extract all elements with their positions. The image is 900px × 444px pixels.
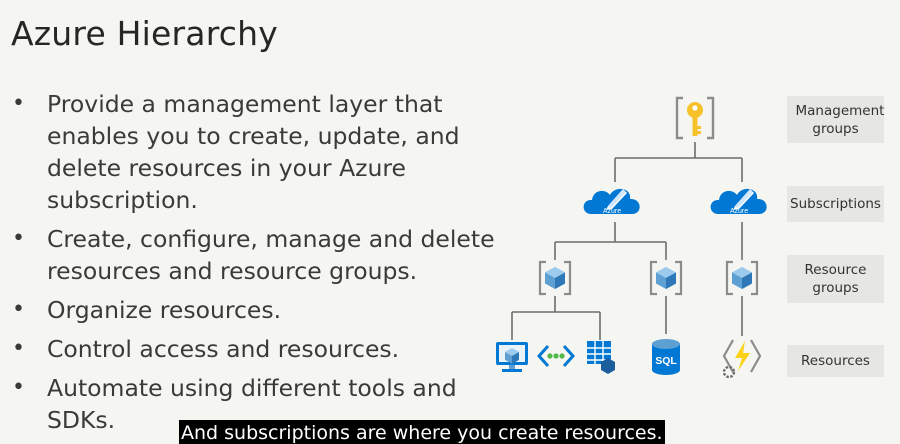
subscription-cloud-icon: Azure — [710, 188, 767, 215]
bullet-marker: • — [12, 336, 25, 361]
legend-label: Management groups — [795, 102, 885, 137]
sql-database-icon: SQL — [652, 339, 680, 375]
resource-group-icon — [727, 262, 757, 294]
azure-hierarchy-diagram: Azure Azure SQL — [496, 96, 767, 379]
bullet-item: • Control access and resources. — [10, 333, 510, 365]
bullet-marker: • — [12, 375, 25, 400]
legend-resource-groups: Resource groups — [787, 255, 884, 303]
resource-group-icon — [540, 262, 570, 294]
legend-label: Resources — [801, 353, 870, 369]
bullet-item: • Organize resources. — [10, 294, 510, 326]
cloud-label: Azure — [730, 208, 748, 215]
bullet-list: • Provide a management layer that enables… — [10, 88, 510, 443]
bullet-text: Provide a management layer that enables … — [47, 90, 460, 214]
subscription-cloud-icon: Azure — [583, 188, 640, 215]
connector-lines — [511, 142, 743, 340]
bullet-text: Control access and resources. — [47, 335, 400, 363]
virtual-network-icon — [536, 344, 576, 368]
bullet-text: Organize resources. — [47, 296, 282, 324]
legend-subscriptions: Subscriptions — [787, 186, 884, 222]
bullet-marker: • — [12, 91, 25, 116]
legend-label: Subscriptions — [790, 196, 881, 212]
resource-group-icon — [651, 262, 681, 294]
bullet-item: • Automate using different tools and SDKs… — [10, 372, 510, 436]
legend-management-groups: Management groups — [787, 96, 884, 143]
bullet-item: • Create, configure, manage and delete re… — [10, 223, 510, 287]
function-app-icon — [722, 339, 762, 379]
bullet-text: Automate using different tools and SDKs. — [47, 374, 457, 434]
legend-resources: Resources — [787, 345, 884, 377]
legend-label: Resource groups — [804, 262, 867, 296]
storage-table-icon — [587, 341, 615, 374]
sql-label: SQL — [655, 355, 677, 367]
virtual-machine-icon — [496, 342, 528, 372]
bullet-marker: • — [12, 226, 25, 251]
video-caption: And subscriptions are where you create r… — [179, 420, 665, 444]
cloud-label: Azure — [603, 208, 621, 215]
bullet-marker: • — [12, 297, 25, 322]
slide-title: Azure Hierarchy — [11, 14, 278, 53]
management-group-key-icon — [675, 96, 715, 140]
bullet-item: • Provide a management layer that enables… — [10, 88, 510, 216]
bullet-text: Create, configure, manage and delete res… — [47, 225, 495, 285]
